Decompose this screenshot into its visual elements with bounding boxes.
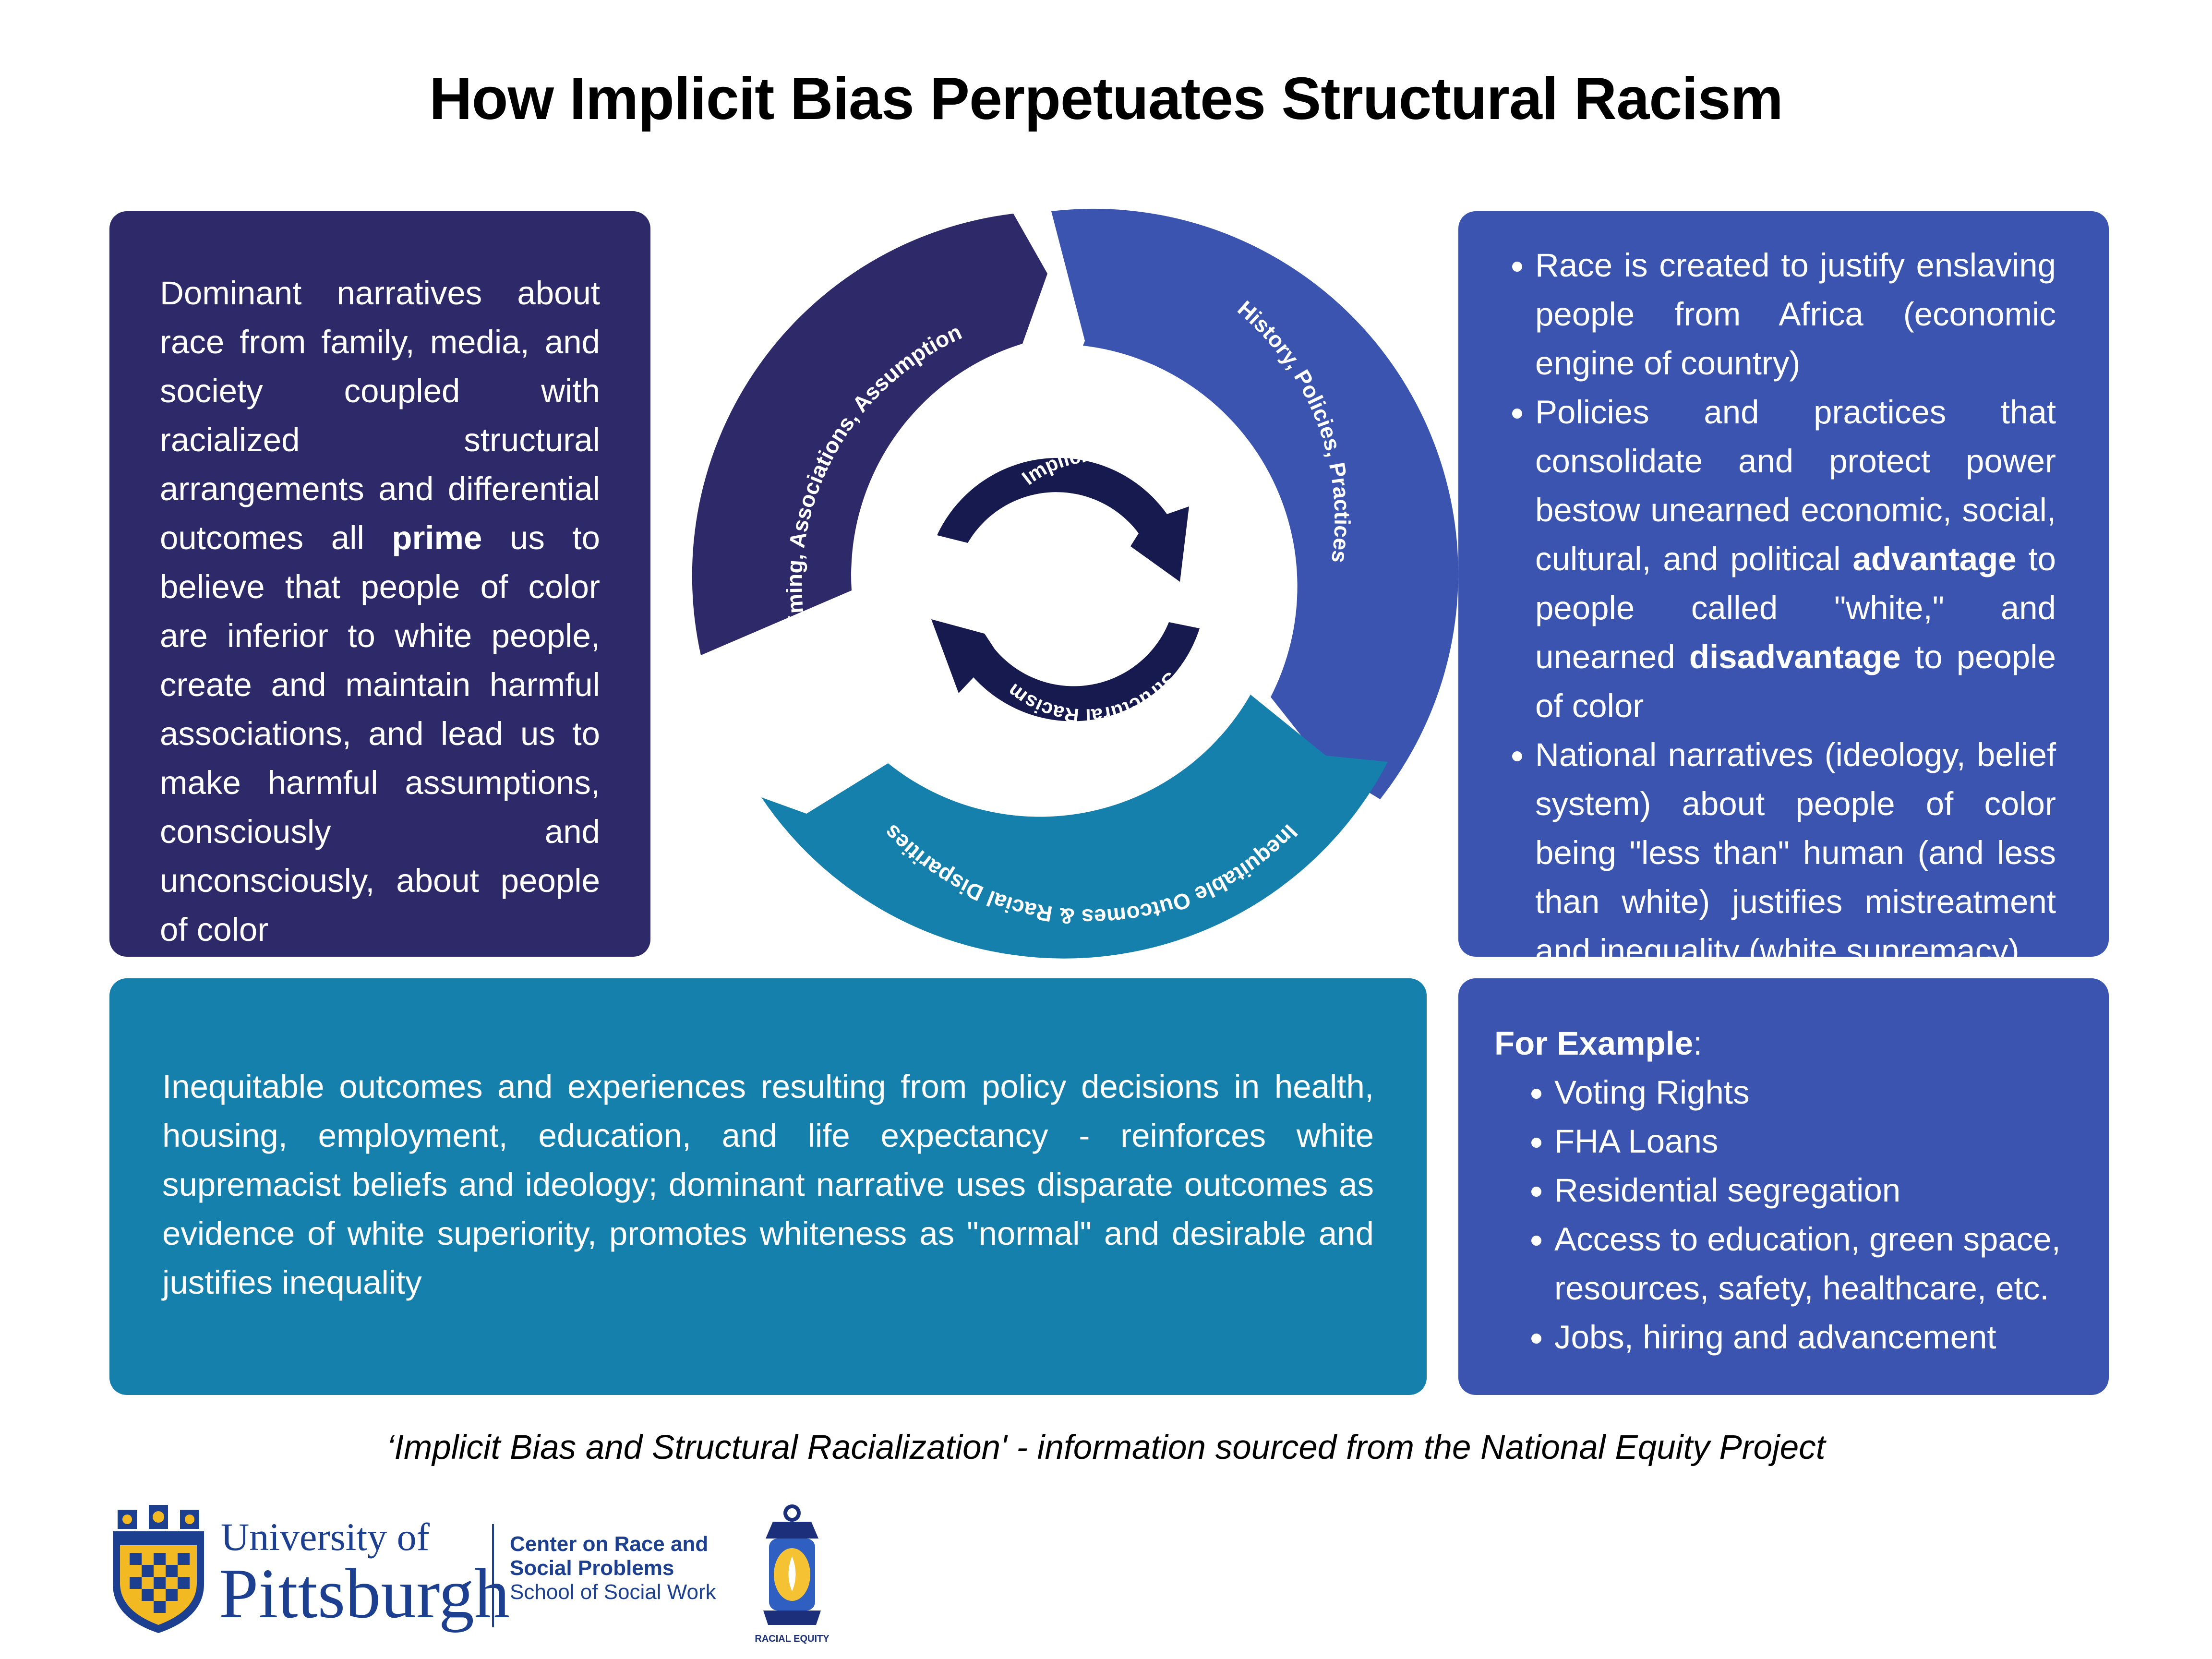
racial-equity-lantern-logo: RACIAL EQUITY: [755, 1504, 830, 1644]
example-item: Voting Rights: [1554, 1068, 2070, 1117]
outcomes-description-card: Inequitable outcomes and experiences res…: [109, 978, 1427, 1395]
center-name-block: Center on Race and Social Problems Schoo…: [510, 1532, 716, 1604]
disadvantage-bold-word: disadvantage: [1689, 638, 1901, 675]
university-line1: University of: [221, 1515, 430, 1559]
history-bullet-list: Race is created to justify enslaving peo…: [1506, 241, 2056, 975]
logo-divider: [492, 1524, 494, 1627]
example-item: Residential segregation: [1554, 1166, 2070, 1215]
cycle-diagram: Priming, Associations, Assumptions Histo…: [662, 202, 1458, 959]
inner-arrow-top: [937, 457, 1189, 582]
example-item: FHA Loans: [1554, 1117, 2070, 1166]
examples-card: For Example: Voting Rights FHA Loans Res…: [1458, 978, 2109, 1395]
history-text-part: to people of color: [1535, 638, 2056, 724]
university-line2: Pittsburgh: [219, 1554, 510, 1633]
center-name-line2: Social Problems: [510, 1556, 674, 1580]
history-bullet-item: Race is created to justify enslaving peo…: [1535, 241, 2056, 388]
history-bullet-item: National narratives (ideology, belief sy…: [1535, 731, 2056, 975]
examples-heading-colon: :: [1693, 1025, 1703, 1062]
priming-bold-word: prime: [392, 519, 482, 556]
source-caption: ‘Implicit Bias and Structural Racializat…: [386, 1429, 1826, 1467]
logo-footer: University of Pittsburgh Center on Race …: [106, 1503, 854, 1647]
outcomes-description-text: Inequitable outcomes and experiences res…: [162, 1068, 1374, 1301]
priming-text-part: Dominant narratives about race from fami…: [160, 275, 600, 556]
history-text-part: to people called "white," and unearned: [1535, 541, 2056, 675]
priming-description-card: Dominant narratives about race from fami…: [109, 211, 650, 957]
school-name: School of Social Work: [510, 1580, 716, 1604]
examples-heading-label: For Example: [1494, 1025, 1694, 1062]
racial-equity-label: RACIAL EQUITY: [755, 1634, 830, 1644]
examples-list: Voting Rights FHA Loans Residential segr…: [1494, 1068, 2070, 1362]
example-item: Access to education, green space, resour…: [1554, 1215, 2070, 1313]
priming-segment: [692, 214, 1047, 655]
priming-description-text: Dominant narratives about race from fami…: [160, 269, 600, 954]
examples-heading: For Example:: [1494, 1019, 2070, 1068]
history-description-card: Race is created to justify enslaving peo…: [1458, 211, 2109, 969]
pitt-shield-logo: [113, 1505, 204, 1633]
priming-text-part: us to believe that people of color are i…: [160, 519, 600, 948]
center-name-line1: Center on Race and: [510, 1532, 709, 1556]
page-title: How Implicit Bias Perpetuates Structural…: [429, 66, 1783, 132]
advantage-bold-word: advantage: [1852, 541, 2017, 577]
example-item: Jobs, hiring and advancement: [1554, 1313, 2070, 1362]
history-text-part: Policies and practices that consolidate …: [1535, 394, 2056, 577]
outcomes-segment: [761, 695, 1388, 959]
inner-arrow-bottom: [931, 619, 1200, 721]
history-segment: [1051, 208, 1458, 800]
history-bullet-item: Policies and practices that consolidate …: [1535, 388, 2056, 731]
